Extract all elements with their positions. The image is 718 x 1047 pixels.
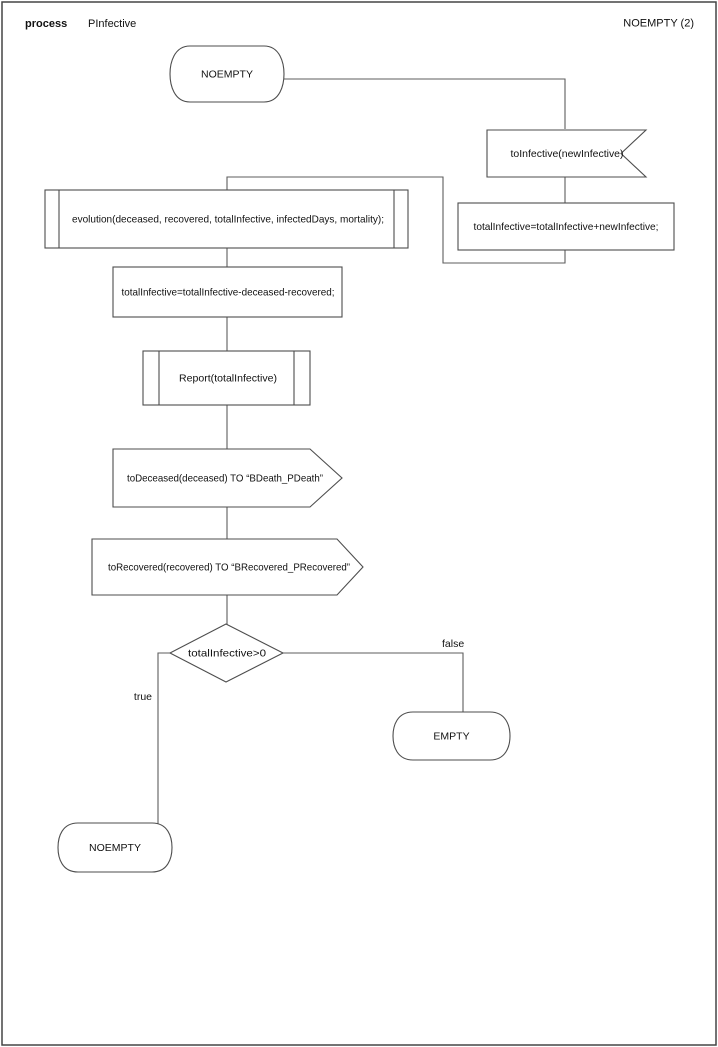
output-signal-label: toRecovered(recovered) TO “BRecovered_PR… bbox=[108, 562, 350, 574]
header-page-ref: NOEMPTY (2) bbox=[623, 18, 694, 30]
procedure-label: evolution(deceased, recovered, totalInfe… bbox=[72, 214, 384, 226]
output-signal-symbol bbox=[112, 448, 343, 508]
node-procedure-evolution: evolution(deceased, recovered, totalInfe… bbox=[44, 189, 409, 249]
node-input-toinfective: toInfective(newInfective) bbox=[486, 129, 648, 178]
state-label: EMPTY bbox=[433, 731, 469, 743]
decision-symbol bbox=[168, 623, 285, 683]
node-output-todeceased: toDeceased(deceased) TO “BDeath_PDeath” bbox=[112, 448, 343, 508]
node-output-torecovered: toRecovered(recovered) TO “BRecovered_PR… bbox=[91, 538, 364, 596]
node-task-subtract-infective: totalInfective=totalInfective-deceased-r… bbox=[112, 266, 343, 318]
procedure-label: Report(totalInfective) bbox=[179, 373, 277, 385]
procedure-symbol bbox=[44, 189, 409, 249]
task-symbol bbox=[457, 202, 675, 251]
connector-start-to-input bbox=[284, 78, 566, 129]
branch-label-true: true bbox=[134, 691, 152, 703]
node-task-add-infective: totalInfective=totalInfective+newInfecti… bbox=[457, 202, 675, 251]
header-kind-label: process bbox=[25, 18, 67, 30]
state-label: NOEMPTY bbox=[201, 69, 253, 81]
state-symbol bbox=[392, 711, 511, 761]
connector-task-add-to-evolution bbox=[226, 176, 566, 264]
node-state-empty: EMPTY bbox=[392, 711, 511, 761]
output-signal-symbol bbox=[91, 538, 364, 596]
connectors: true false bbox=[134, 78, 566, 824]
connector-decision-true-branch bbox=[157, 652, 170, 824]
node-procedure-report: Report(totalInfective) bbox=[142, 350, 311, 406]
task-label: totalInfective=totalInfective-deceased-r… bbox=[122, 287, 335, 299]
header: process PInfective NOEMPTY (2) bbox=[25, 18, 694, 31]
state-symbol bbox=[169, 45, 285, 103]
node-state-noempty-end: NOEMPTY bbox=[57, 822, 173, 873]
connector-decision-false-branch bbox=[283, 652, 464, 712]
decision-label: totalInfective>0 bbox=[188, 648, 266, 660]
node-state-noempty-start: NOEMPTY bbox=[169, 45, 285, 103]
header-process-name: PInfective bbox=[88, 18, 136, 30]
procedure-symbol bbox=[142, 350, 311, 406]
task-symbol bbox=[112, 266, 343, 318]
state-symbol bbox=[57, 822, 173, 873]
node-decision-totalinfective: totalInfective>0 bbox=[168, 623, 285, 683]
input-signal-label: toInfective(newInfective) bbox=[511, 148, 624, 160]
task-label: totalInfective=totalInfective+newInfecti… bbox=[474, 221, 659, 233]
state-label: NOEMPTY bbox=[89, 842, 141, 854]
branch-label-false: false bbox=[442, 638, 464, 650]
output-signal-label: toDeceased(deceased) TO “BDeath_PDeath” bbox=[127, 473, 323, 485]
input-signal-symbol bbox=[486, 129, 648, 178]
